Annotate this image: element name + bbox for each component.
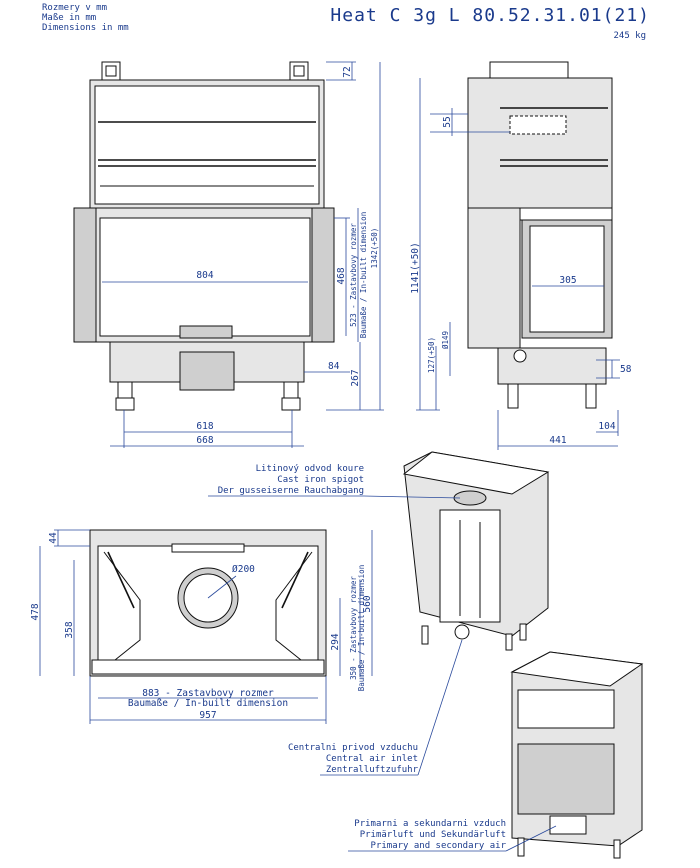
isometric-view-bottom: [510, 651, 644, 859]
lifting-handle-right-inner: [293, 65, 305, 77]
dim-294: 294: [330, 633, 341, 650]
iso2-convection: [517, 689, 615, 729]
dim-72: 72: [342, 66, 353, 77]
dim-58: 58: [620, 364, 632, 375]
iso2-air-box: [549, 815, 587, 835]
iso1-foot-3: [519, 623, 527, 641]
side-glass-inner: [529, 225, 605, 333]
air-label-cz: Centralni privod vzduchu: [288, 743, 418, 753]
dim-478: 478: [30, 603, 41, 620]
isometric-view-top: [402, 451, 550, 651]
dim-883: 883 - Zastavbovy rozmer: [142, 688, 274, 699]
air-label-de: Zentralluftzufuhr: [326, 765, 419, 775]
dim-358: 358: [64, 621, 75, 638]
plan-glass-right: [275, 551, 313, 665]
dim-267: 267: [350, 369, 361, 386]
units-cz: Rozmery v mm: [42, 3, 107, 13]
units-de: Maße in mm: [42, 13, 96, 23]
dim-468: 468: [336, 267, 347, 284]
plan-view: Ø200 44 478 358 294 350 - Zastavbovy roz…: [30, 529, 373, 724]
dim-523-de: Baumaße / In-built dimension: [359, 212, 368, 338]
spigot-label-cz: Litinový odvod koure: [256, 464, 364, 474]
side-foot-right: [585, 383, 597, 409]
iso1-air-inlet: [454, 624, 470, 640]
side-top-trim: [519, 207, 613, 221]
foot-left: [117, 381, 133, 399]
dim-560: 560: [362, 595, 373, 612]
plan-brace-right: [281, 551, 309, 609]
dim-350-de: Baumaße / In-built dimension: [357, 565, 366, 691]
header: Rozmery v mm Maße in mm Dimensions in mm…: [42, 3, 650, 41]
dim-1342: 1342(+50): [370, 228, 379, 269]
prim-label-cz: Primarni a sekundarni vzduch: [354, 819, 506, 829]
dim-127: 127(+50): [427, 337, 436, 373]
side-front-frame: [467, 207, 521, 349]
dim-668: 668: [196, 435, 213, 446]
plan-glass-left: [103, 551, 141, 665]
foot-right: [283, 381, 299, 399]
lifting-handle-left-inner: [105, 65, 117, 77]
foot-right-base: [281, 397, 301, 411]
iso2-top: [510, 651, 644, 687]
air-label-en: Central air inlet: [326, 754, 418, 764]
convection-housing-inner: [94, 85, 320, 205]
iso2-glass: [517, 743, 615, 815]
dim-149: Ø149: [441, 331, 450, 349]
front-view: 72 804 468 523 - Zastavbovy rozmer Bauma…: [73, 61, 384, 448]
units-en: Dimensions in mm: [42, 23, 129, 33]
iso2-foot-2: [613, 839, 621, 859]
dim-84: 84: [328, 361, 340, 372]
plan-brace-left: [107, 551, 135, 609]
spigot-label-de: Der gusseiserne Rauchabgang: [218, 486, 364, 496]
dim-883-de: Baumaße / In-built dimension: [128, 698, 288, 709]
prim-label-de: Primärluft und Sekundärluft: [360, 830, 506, 840]
callouts: Litinový odvod koure Cast iron spigot De…: [208, 464, 557, 852]
dim-44: 44: [48, 532, 59, 544]
prim-label-en: Primary and secondary air: [371, 841, 507, 851]
air-box: [179, 351, 235, 391]
dim-441: 441: [549, 435, 566, 446]
door-handle: [179, 325, 233, 339]
plan-front-edge: [91, 659, 325, 675]
dim-523: 523 - Zastavbovy rozmer: [349, 223, 358, 327]
dim-200: Ø200: [232, 564, 255, 575]
side-view: 55 1141(+50) 305 127(+50) Ø149 58 104 44…: [410, 61, 632, 450]
iso1-foot-2: [505, 633, 513, 651]
dim-305: 305: [559, 275, 576, 286]
side-air-inlet: [513, 349, 527, 363]
dim-804: 804: [196, 270, 213, 281]
glass-door-front: [99, 217, 311, 337]
dim-104: 104: [598, 421, 615, 432]
side-handle: [489, 61, 569, 79]
side-foot-left: [507, 383, 519, 409]
iso1-glass: [439, 509, 501, 623]
plan-top-trim: [171, 543, 245, 553]
iso2-foot-1: [517, 837, 525, 857]
iso1-foot-1: [421, 625, 429, 645]
side-convection: [467, 77, 613, 209]
spigot-label-en: Cast iron spigot: [277, 475, 364, 485]
model-title: Heat C 3g L 80.52.31.01(21): [330, 5, 650, 26]
dim-55: 55: [442, 116, 453, 127]
dim-957: 957: [199, 710, 216, 721]
dim-350: 350 - Zastavbovy rozmer: [349, 576, 358, 680]
weight-label: 245 kg: [613, 31, 646, 41]
side-spigot-outline: [509, 115, 567, 135]
foot-left-base: [115, 397, 135, 411]
glass-left-side: [73, 207, 97, 343]
iso1-top: [402, 451, 550, 495]
dim-1141: 1141(+50): [410, 242, 421, 293]
dim-618: 618: [196, 421, 213, 432]
glass-right-side: [311, 207, 335, 343]
